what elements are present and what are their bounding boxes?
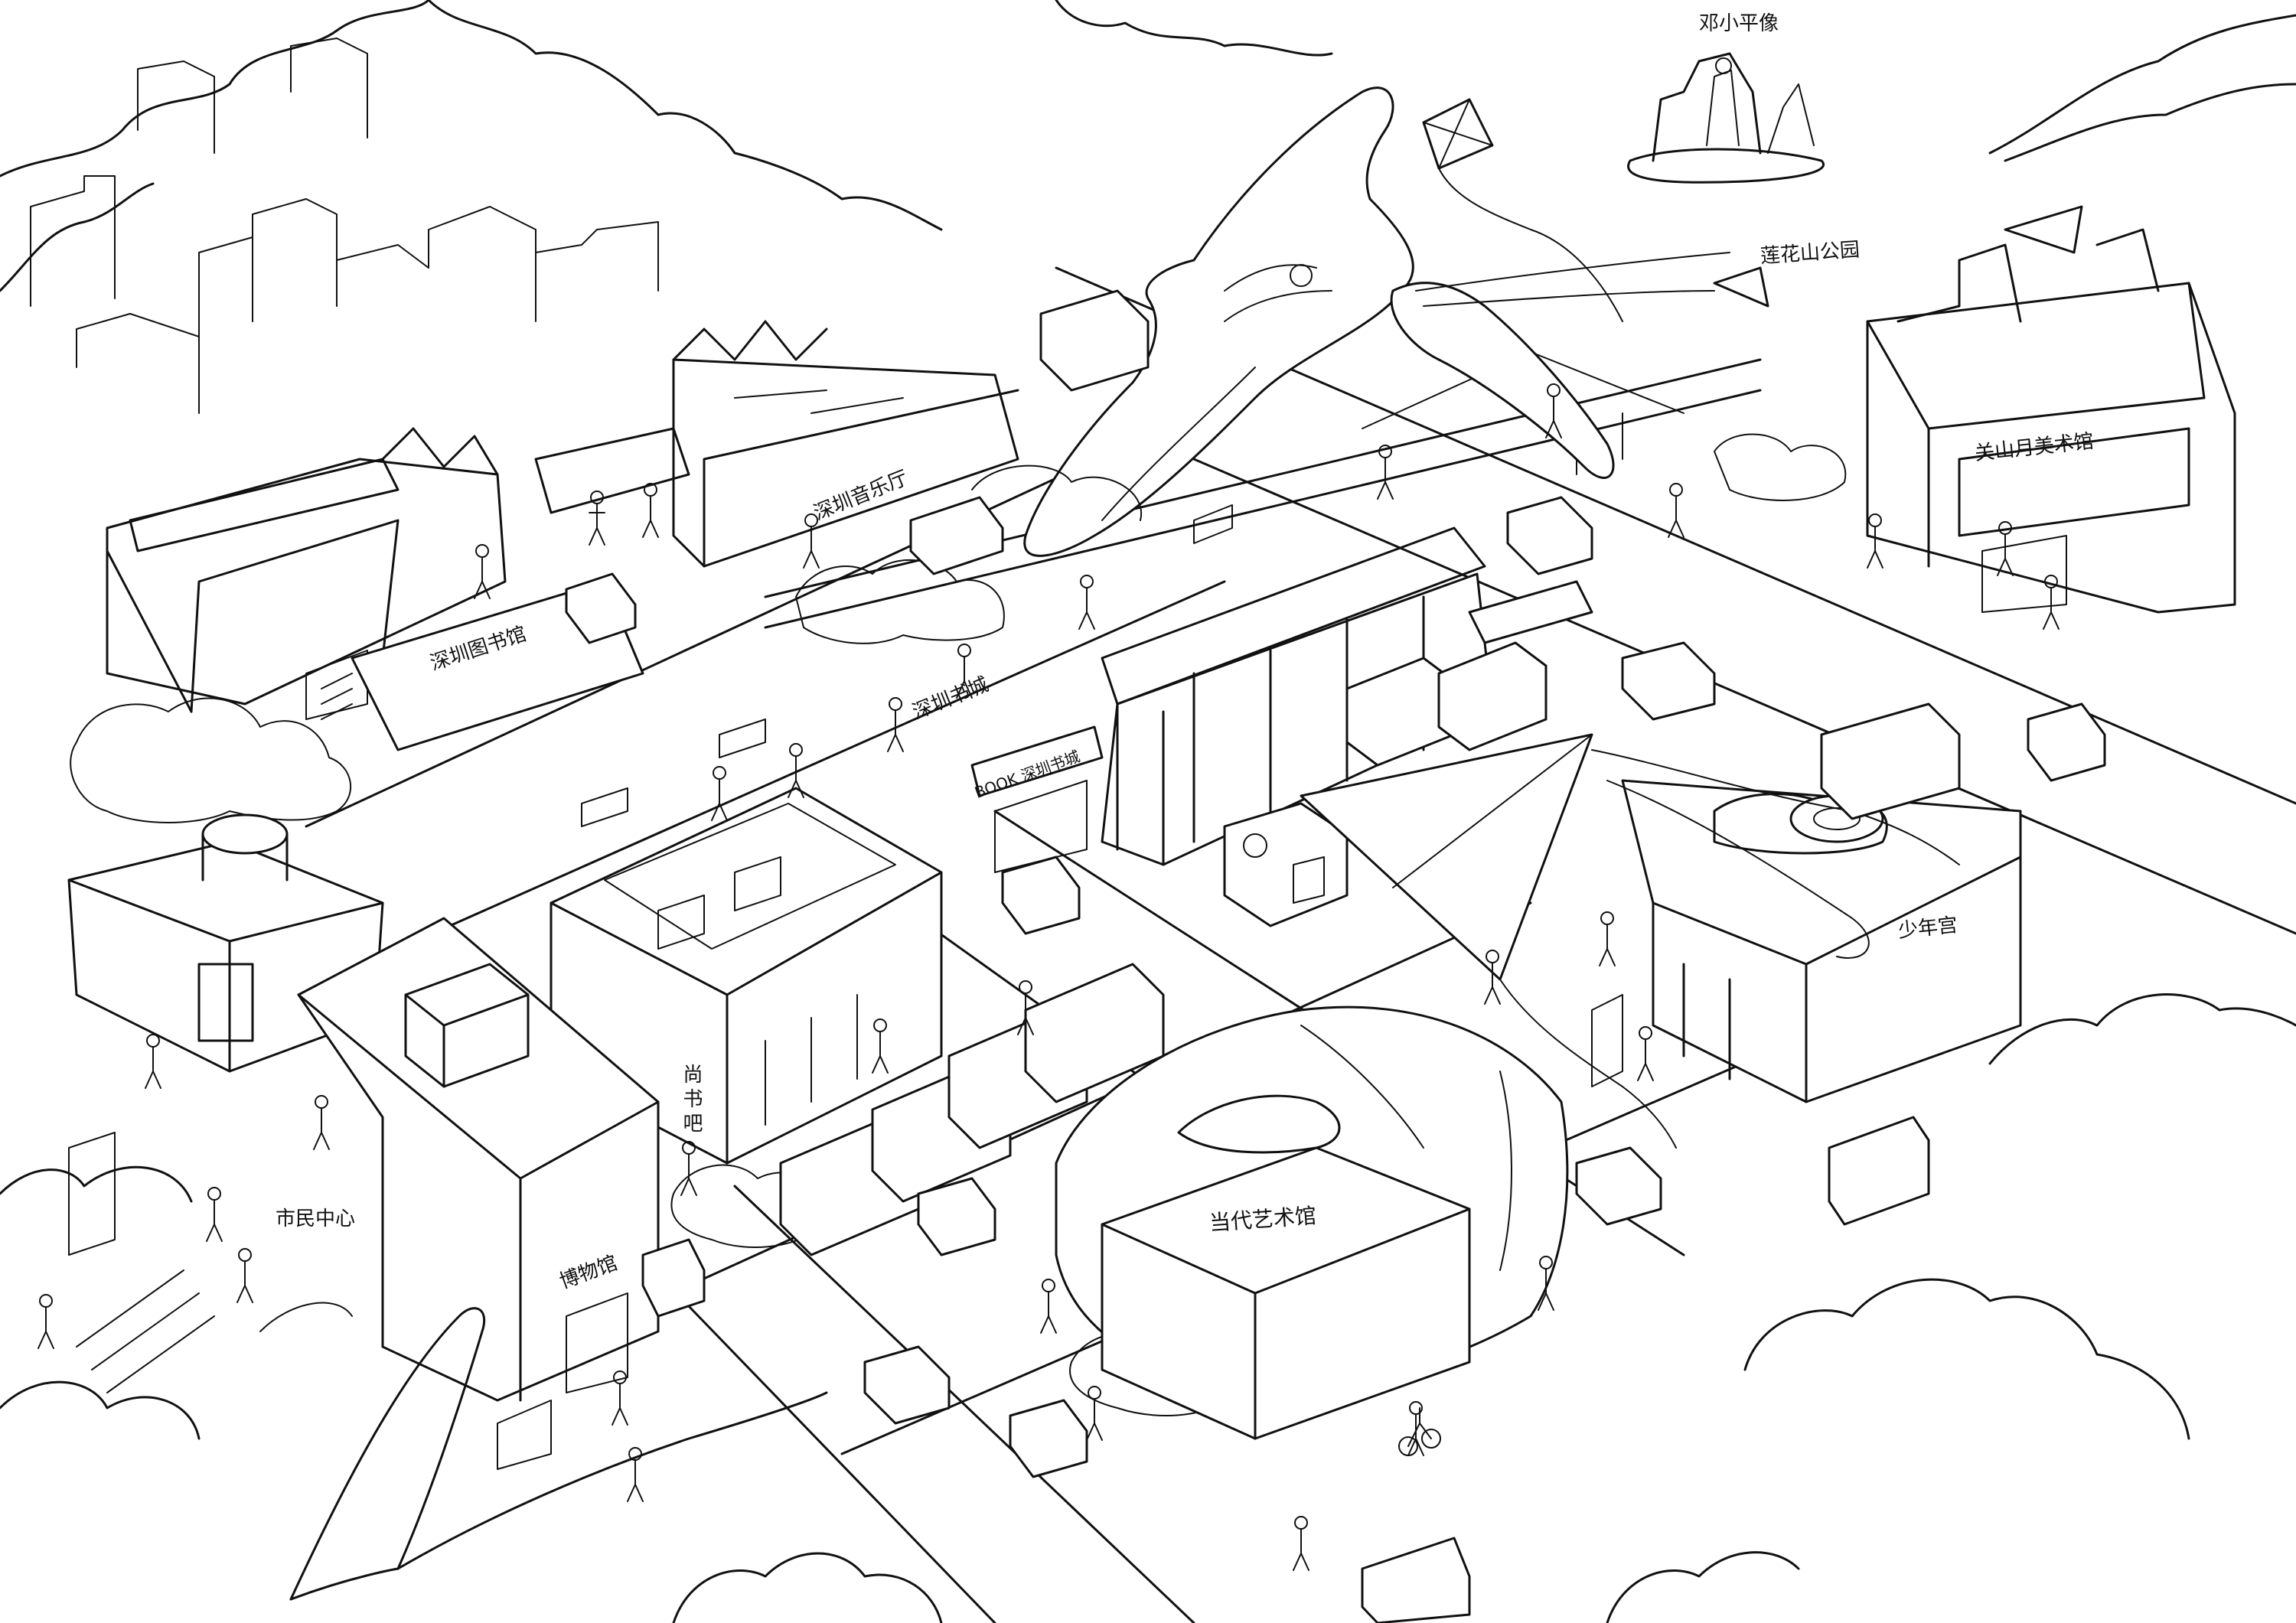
car-1 — [1506, 496, 1593, 575]
guanshanyue-museum — [1866, 205, 2236, 614]
jeep-2 — [1009, 1399, 1088, 1478]
label-shang-book-bar: 尚书吧 — [680, 1064, 703, 1137]
car-6 — [565, 572, 637, 644]
cyclist — [1398, 1407, 1441, 1456]
shenzhen-library — [106, 427, 690, 751]
car-7 — [909, 496, 1004, 575]
cloud-top-left — [0, 0, 943, 292]
label-deng-statue: 邓小平像 — [1699, 12, 1779, 35]
benches — [581, 504, 1233, 827]
book-city — [970, 526, 1494, 873]
bus-top — [1039, 289, 1150, 392]
car-4 — [1575, 1146, 1662, 1226]
citizen-center — [67, 813, 384, 1073]
truck-3 — [1361, 1537, 1471, 1623]
shang-book-bar-block — [550, 787, 943, 1165]
vehicles — [565, 289, 2106, 1623]
museum-building — [297, 917, 660, 1470]
car-3 — [2027, 702, 2106, 782]
label-youth-palace: 少年宫 — [1896, 914, 1959, 943]
foreground-kite — [289, 1307, 828, 1601]
cloud-top-right — [1055, 0, 2296, 162]
bus-3 — [1828, 1116, 1930, 1226]
plaza-steps — [68, 1132, 353, 1393]
cloud-bottom-left — [0, 1165, 943, 1623]
jeep-1 — [863, 1345, 951, 1425]
triangle-kite — [1300, 733, 1960, 1149]
kiosk — [1223, 802, 1349, 927]
label-citizen-center: 市民中心 — [276, 1207, 356, 1230]
truck-2 — [917, 1177, 996, 1256]
bus-2 — [1820, 702, 1961, 820]
contemporary-art-museum — [1055, 1005, 1569, 1440]
car-2 — [1621, 641, 1716, 721]
city-skyline — [30, 37, 659, 414]
deng-statue — [1627, 52, 1825, 184]
people — [38, 383, 2060, 1571]
truck-1 — [1001, 855, 1081, 935]
music-hall — [672, 320, 1019, 568]
cloud-bottom-right — [1606, 993, 2296, 1623]
car-5 — [641, 1238, 706, 1318]
youth-palace — [1591, 779, 2022, 1103]
park-kites — [1422, 98, 1769, 322]
